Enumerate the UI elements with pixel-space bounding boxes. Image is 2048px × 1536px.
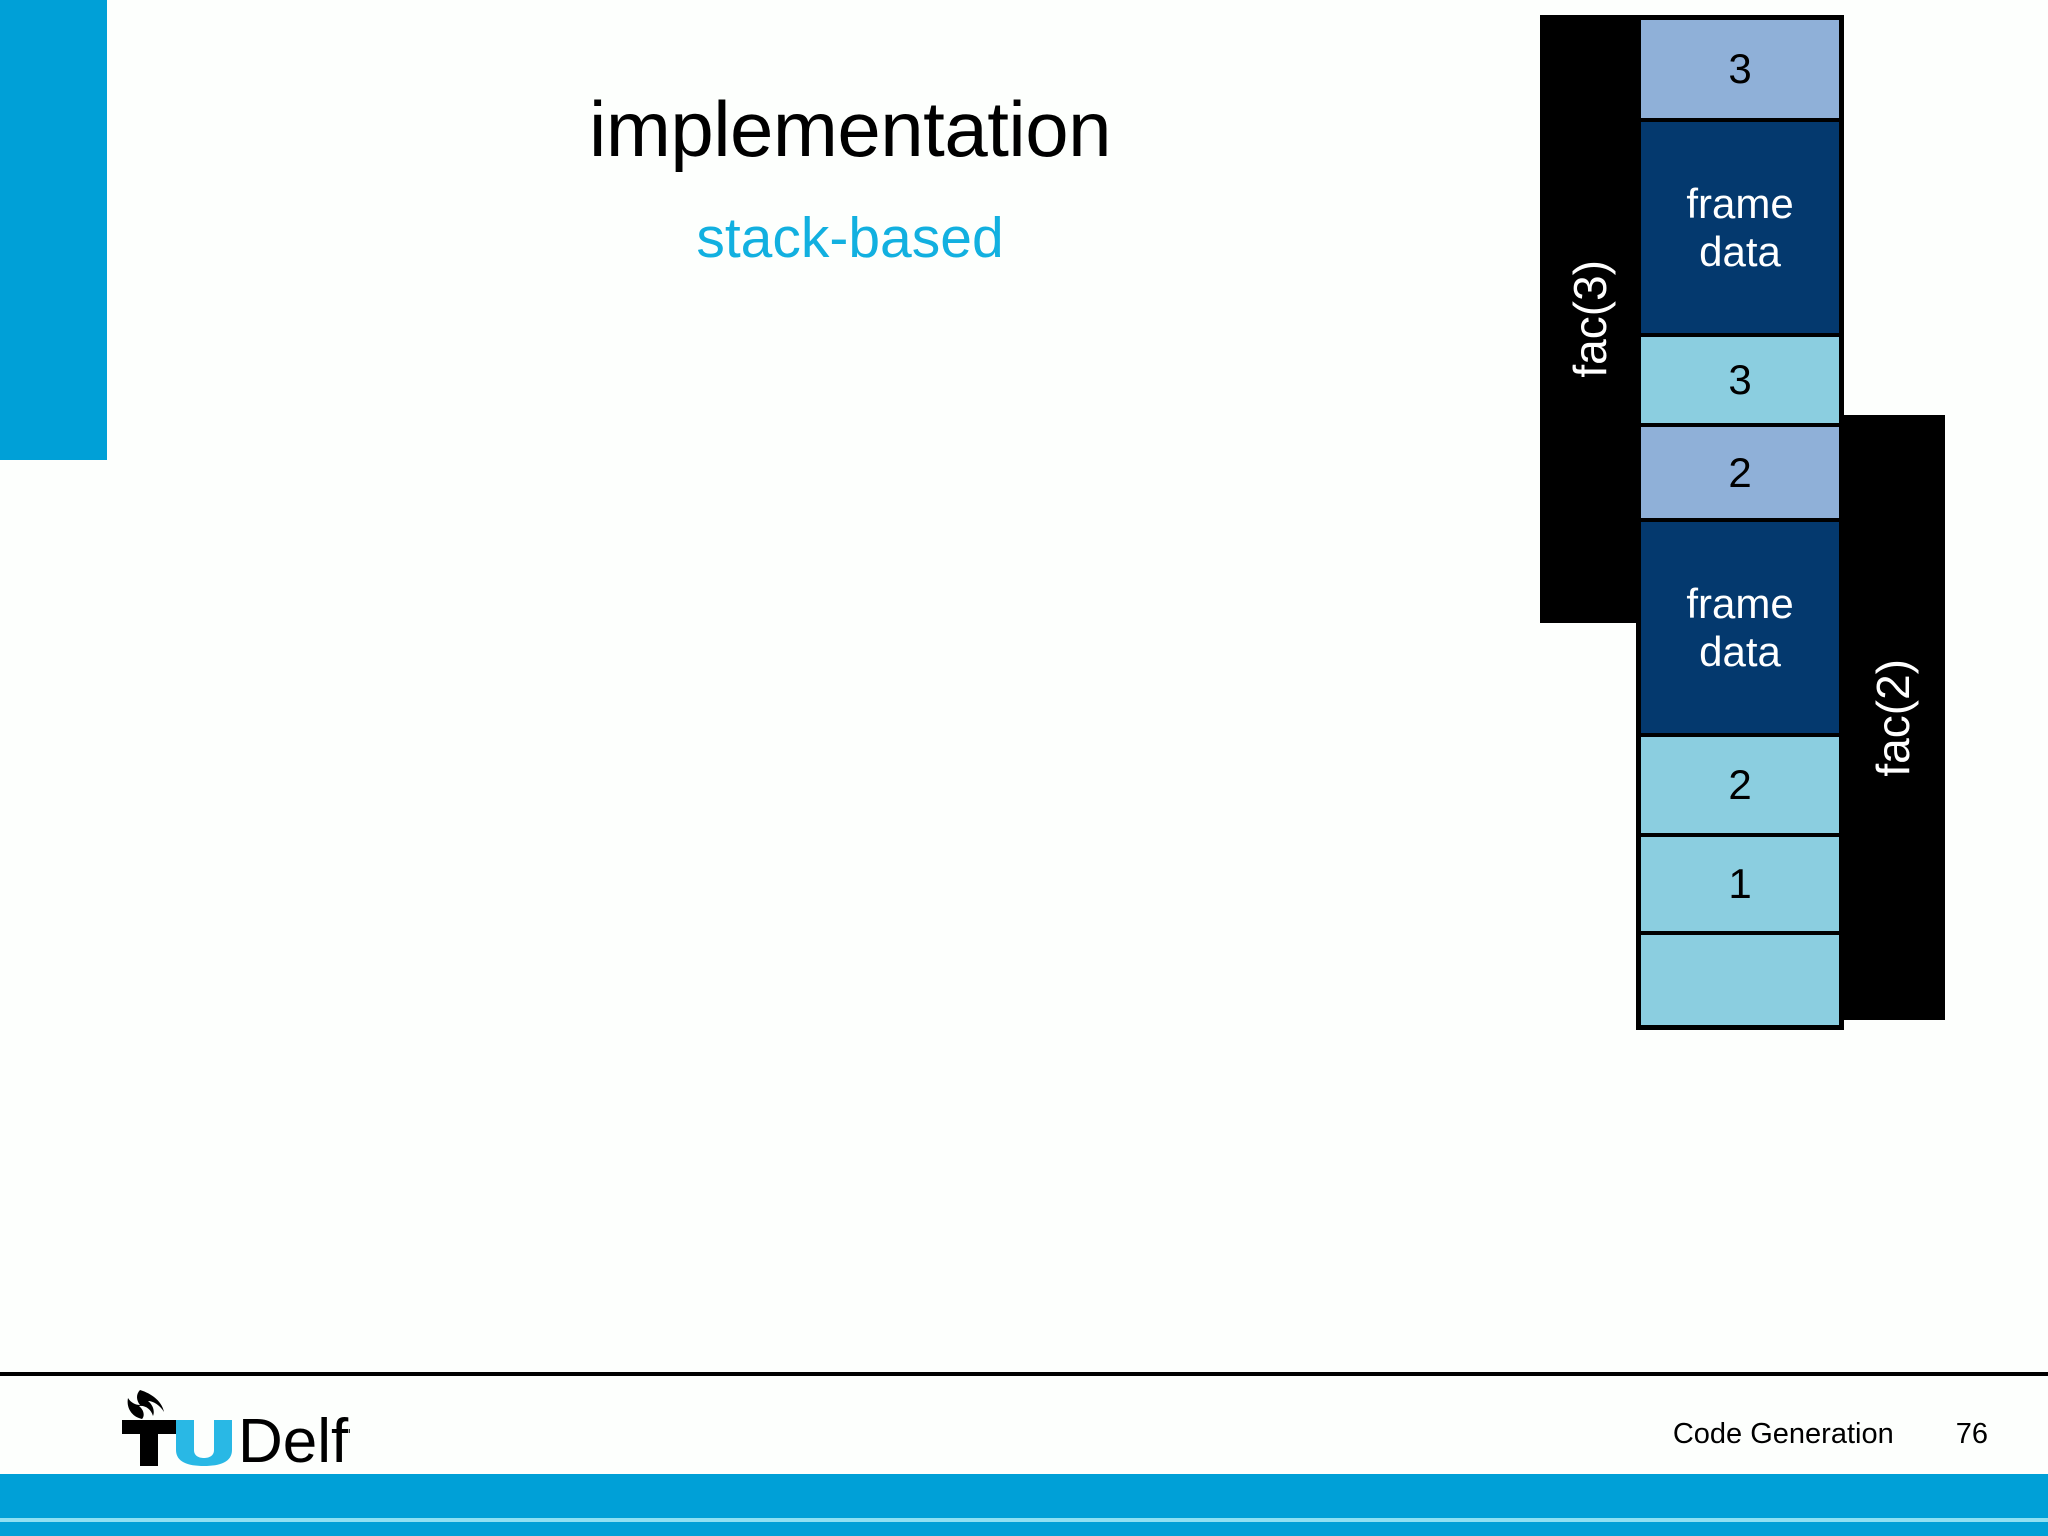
tudelft-logo: Delft	[120, 1390, 350, 1466]
stack-cell	[1641, 935, 1839, 1025]
call-band-fac3: fac(3)	[1540, 15, 1640, 623]
svg-text:Delft: Delft	[238, 1407, 350, 1466]
call-band-fac2: fac(2)	[1840, 415, 1945, 1020]
stack-cell-label: 3	[1728, 45, 1752, 93]
stack-cell-label: 2	[1728, 761, 1752, 809]
footer-bar-lower	[0, 1522, 2048, 1536]
footer-bar-highlight	[0, 1518, 2048, 1522]
stack-cell-label: 3	[1728, 356, 1752, 404]
footer-divider	[0, 1372, 2048, 1376]
page-title: implementation	[589, 85, 1111, 173]
stack-cell: 1	[1641, 837, 1839, 935]
stack-cell: 2	[1641, 737, 1839, 837]
call-band-label: fac(3)	[1564, 260, 1616, 378]
stack-cell: 2	[1641, 427, 1839, 522]
stack-cell-label: 1	[1728, 860, 1752, 908]
title-block: implementation stack-based	[180, 90, 1520, 267]
tudelft-logo-mark: Delft	[122, 1390, 350, 1466]
page-subtitle: stack-based	[696, 206, 1004, 270]
footer-section-label: Code Generation	[1672, 1418, 1894, 1450]
footer-bar	[0, 1474, 2048, 1518]
footer-meta: Code Generation 76	[1673, 1418, 1988, 1451]
accent-bar	[0, 0, 107, 460]
stack-cell-label: 2	[1728, 448, 1752, 496]
page-number: 76	[1955, 1418, 1988, 1450]
stack-cell: 3	[1641, 337, 1839, 427]
call-band-label: fac(2)	[1866, 658, 1919, 777]
stack-cell: 3	[1641, 20, 1839, 122]
